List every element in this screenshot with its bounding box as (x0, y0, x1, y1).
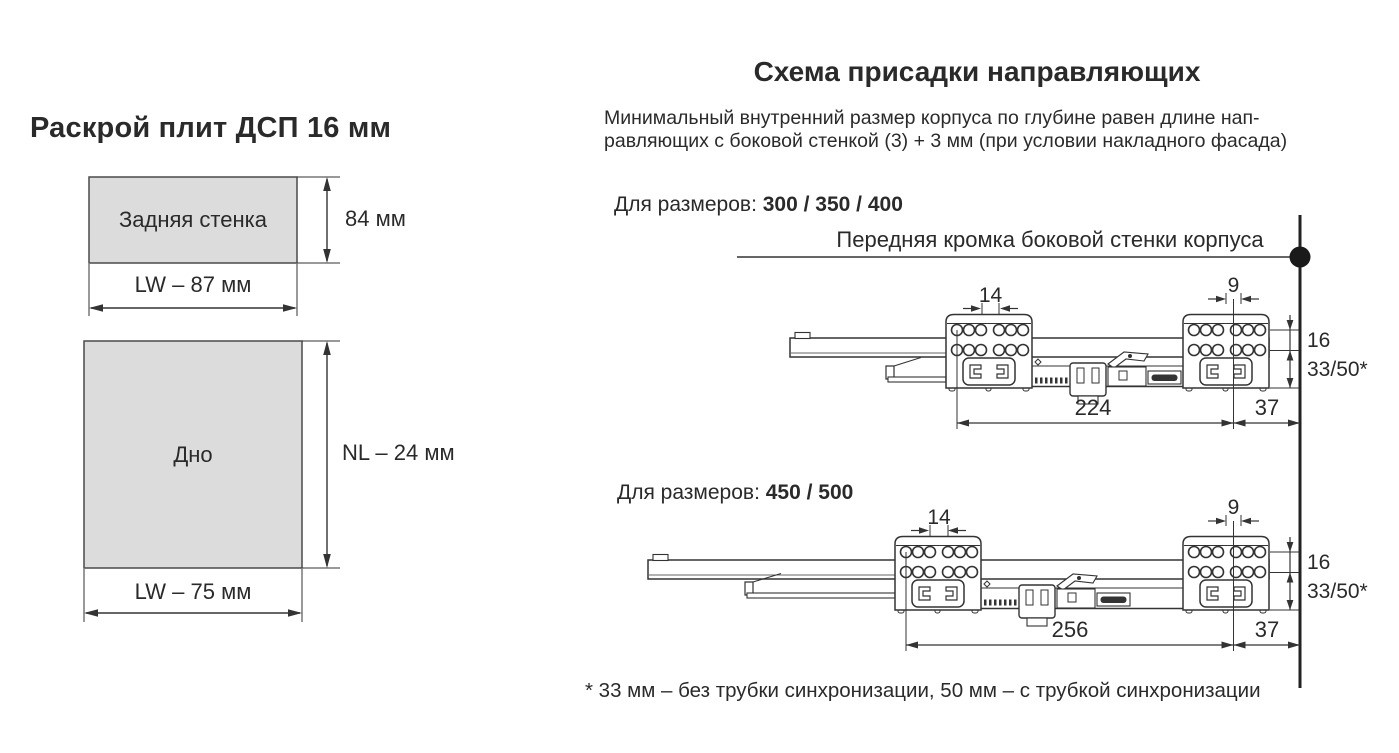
sizes-line-300-400: Для размеров: 300 / 350 / 400 (614, 193, 903, 217)
latch-block (1018, 584, 1056, 619)
rear-bracket (894, 535, 982, 614)
dim-vertical-offset: 33/50* (1307, 580, 1368, 603)
footnote: * 33 мм – без трубки синхронизации, 50 м… (585, 679, 1261, 702)
back-wall-panel-drawing (88, 176, 340, 316)
dim-hole-gap-right: 9 (1228, 496, 1240, 519)
sizes-value: 300 / 350 / 400 (762, 193, 903, 216)
sizes-label: Для размеров: (614, 193, 757, 216)
front-bracket (1182, 313, 1270, 392)
dim-hole-gap-left: 14 (927, 506, 951, 529)
dim-hole-gap-right: 9 (1228, 274, 1240, 297)
slide-drawing-450-500: 14 9 16 33/50* 256 37 (647, 496, 1368, 651)
dim-hole-gap-left: 14 (979, 284, 1003, 307)
back-wall-height-dim: 84 мм (345, 206, 406, 231)
front-edge-label: Передняя кромка боковой стенки корпуса (836, 227, 1264, 252)
bottom-panel-width-dim: LW – 75 мм (134, 579, 252, 604)
sizes-label: Для размеров: (617, 481, 760, 504)
bottom-panel-height-dim: NL – 24 мм (342, 440, 455, 465)
dim-vertical-offset: 33/50* (1307, 358, 1368, 381)
slide-drawing-300-400: 14 9 16 33/50* 224 37 (789, 274, 1368, 429)
front-bracket (1182, 535, 1270, 614)
left-section-title: Раскрой плит ДСП 16 мм (30, 112, 392, 144)
sizes-value: 450 / 500 (765, 481, 854, 504)
description-line-1: Минимальный внутренний размер корпуса по… (604, 107, 1260, 129)
reference-point-dot (1289, 246, 1311, 268)
dim-row-spacing: 16 (1307, 551, 1330, 574)
latch-block (1069, 362, 1107, 397)
bottom-panel-drawing (83, 340, 340, 622)
dim-row-spacing: 16 (1307, 329, 1330, 352)
sizes-line-450-500: Для размеров: 450 / 500 (617, 481, 853, 505)
back-wall-label: Задняя стенка (118, 207, 267, 232)
dim-span-back: 256 (1052, 617, 1089, 642)
front-edge-reference (737, 215, 1311, 688)
dim-span-front: 37 (1255, 395, 1279, 420)
description-line-2: равляющих с боковой стенкой (3) + 3 мм (… (604, 130, 1288, 152)
dim-span-front: 37 (1255, 617, 1279, 642)
dim-span-back: 224 (1075, 395, 1112, 420)
rear-bracket (945, 313, 1033, 392)
back-wall-width-dim: LW – 87 мм (134, 272, 252, 297)
right-section-title: Схема присадки направляющих (753, 56, 1201, 87)
bottom-panel-label: Дно (173, 441, 213, 467)
